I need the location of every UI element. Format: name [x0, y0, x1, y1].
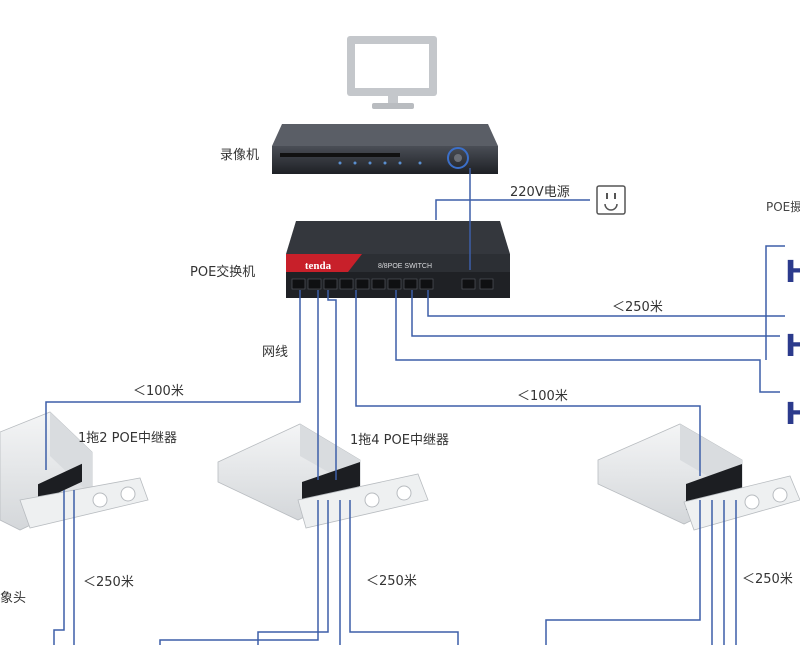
- distance-250-a: ＜250米: [83, 575, 134, 590]
- distance-250-top: ＜250米: [612, 300, 663, 315]
- switch-panel-label: 8/8POE SWITCH: [378, 263, 432, 270]
- right-letter-1: H: [785, 255, 800, 290]
- poe-extender-1to4: [217, 423, 429, 529]
- distance-100-right: ＜100米: [517, 389, 568, 404]
- camera-label-cut: 象头: [0, 591, 27, 606]
- cable-label: 网线: [262, 345, 289, 360]
- power-label: 220V电源: [510, 185, 570, 200]
- nvr-label: 录像机: [220, 148, 260, 163]
- power-outlet-icon: [596, 185, 626, 215]
- distance-100-left: ＜100米: [133, 384, 184, 399]
- distance-250-c: ＜250米: [742, 572, 793, 587]
- nvr-device: [272, 124, 498, 174]
- monitor-icon: [347, 36, 437, 109]
- right-letter-2: H: [785, 329, 800, 364]
- cable-lines: [45, 168, 785, 645]
- switch-brand-logo: tenda: [305, 260, 332, 272]
- poe-extender-1to2: [0, 411, 149, 531]
- extender-1to4-label: 1拖4 POE中继器: [350, 433, 449, 448]
- distance-250-b: ＜250米: [366, 574, 417, 589]
- extender-1to2-label: 1拖2 POE中继器: [78, 431, 177, 446]
- right-letter-3: H: [785, 397, 800, 432]
- switch-label: POE交换机: [190, 265, 256, 280]
- poe-switch-device: [286, 221, 510, 298]
- poe-extender-right: [597, 423, 800, 531]
- poe-camera-label-cut: POE摄: [766, 200, 800, 214]
